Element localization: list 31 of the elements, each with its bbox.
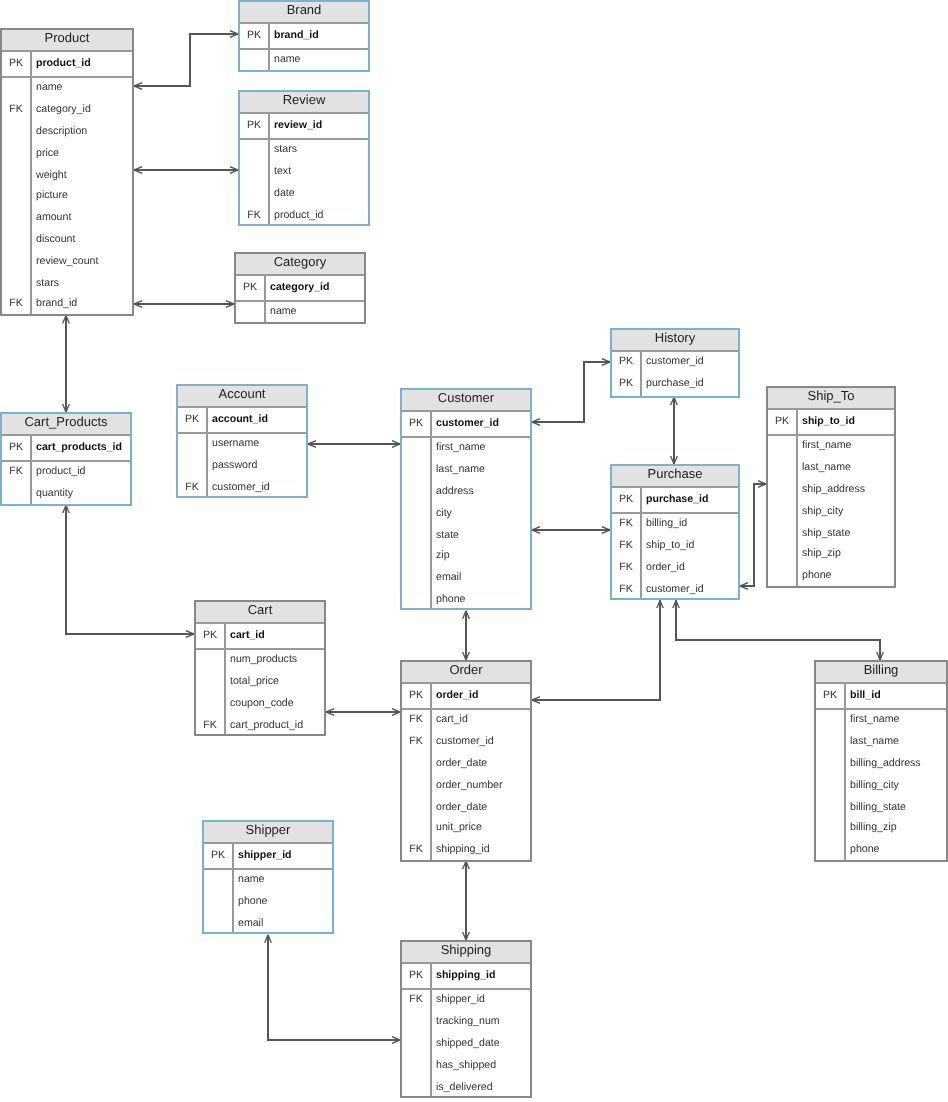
relationship-connector [325, 708, 401, 716]
entity-table [238, 0, 370, 72]
relationship-connector [62, 314, 70, 413]
entity-table [610, 464, 740, 601]
entity-table [400, 388, 532, 611]
relationship-connector [264, 933, 401, 1044]
entity-table [234, 252, 366, 324]
entity-table [400, 660, 532, 862]
entity-table [194, 600, 326, 737]
entity-table [814, 660, 948, 862]
entity-table [238, 90, 370, 227]
relationship-connector [133, 30, 239, 90]
relationship-connector [531, 358, 611, 426]
entity-table [400, 940, 532, 1098]
relationship-connector [462, 609, 470, 661]
entity-table [0, 28, 134, 316]
entity-table [610, 328, 740, 398]
relationship-connector [531, 599, 664, 704]
relationship-connector [133, 166, 239, 174]
relationship-connector [670, 396, 678, 465]
entity-table [176, 384, 308, 499]
entity-table [0, 412, 132, 506]
entity-table [766, 386, 896, 588]
relationship-connector [133, 300, 235, 308]
relationship-connector [531, 526, 611, 534]
entity-table [202, 820, 334, 935]
relationship-connector [462, 860, 470, 941]
relationship-connector [62, 504, 195, 638]
relationship-connector [307, 440, 401, 448]
relationship-connector [672, 599, 884, 661]
relationship-connector [739, 480, 767, 590]
